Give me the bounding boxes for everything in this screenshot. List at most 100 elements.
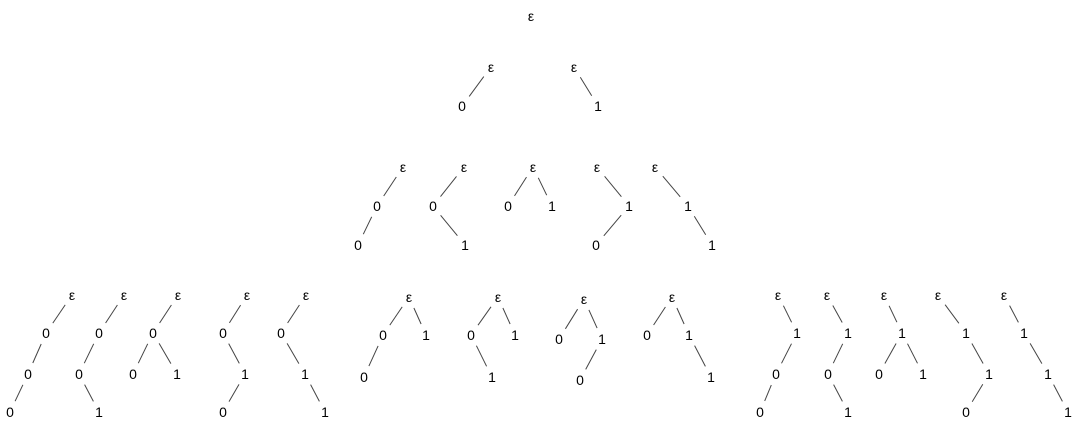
tree-2: ε1 (571, 59, 602, 114)
tree-node-label: 1 (844, 325, 852, 341)
tree-node-label: 1 (844, 404, 852, 420)
tree-edge (52, 304, 66, 324)
tree-edge (159, 304, 172, 324)
tree-node-label: 1 (461, 237, 469, 253)
root-node-epsilon: ε (461, 159, 467, 175)
tree-node-label: 0 (75, 366, 83, 382)
tree-6: ε10 (592, 159, 633, 253)
tree-node-label: 1 (1064, 404, 1072, 420)
tree-edge (413, 307, 422, 325)
tree-node-label: 0 (429, 198, 437, 214)
tree-edge (676, 307, 685, 325)
tree-node-label: 0 (772, 366, 780, 382)
tree-node-label: 1 (321, 404, 329, 420)
tree-edge (1029, 343, 1043, 364)
tree-9: ε 0 0 1 (75, 287, 127, 420)
tree-node-label: 1 (625, 198, 633, 214)
tree-edge (440, 176, 457, 197)
tree-node-label: 0 (504, 198, 512, 214)
tree-node-label: 0 (95, 325, 103, 341)
root-node-epsilon: ε (775, 287, 781, 303)
tree-edge (383, 176, 397, 197)
tree-edge (603, 214, 622, 237)
tree-edge (477, 306, 492, 326)
tree-node-label: 0 (379, 327, 387, 343)
tree-edge (653, 306, 666, 326)
root-node-epsilon: ε (303, 287, 309, 303)
root-node-epsilon: ε (244, 287, 250, 303)
tree-node-label: 0 (373, 198, 381, 214)
tree-12: ε 0 1 1 (277, 287, 329, 420)
tree-edge (228, 384, 240, 402)
tree-edge (286, 343, 300, 364)
tree-node-label: 0 (824, 366, 832, 382)
root-node-epsilon: ε (406, 289, 412, 305)
tree-node-label: 0 (756, 404, 764, 420)
tree-edge (1053, 384, 1063, 402)
tree-node-label: 0 (277, 325, 285, 341)
tree-node-label: 1 (95, 404, 103, 420)
tree-node-label: 0 (6, 404, 14, 420)
tree-node-label: 1 (685, 327, 693, 343)
tree-18: ε 1 0 1 (824, 287, 852, 420)
tree-edge (907, 343, 918, 364)
tree-edge (604, 175, 622, 198)
tree-edge (32, 343, 42, 364)
tree-edge (693, 215, 707, 236)
tree-edge (84, 384, 94, 402)
tree-edge (694, 345, 706, 367)
tree-edge (14, 384, 24, 402)
tree-node-label: 0 (42, 325, 50, 341)
tree-node-label: 0 (643, 327, 651, 343)
tree-edge (137, 343, 149, 364)
tree-edge (971, 384, 984, 402)
tree-node-label: 1 (898, 325, 906, 341)
tree-node-label: 0 (219, 404, 227, 420)
tree-edge (228, 343, 240, 364)
tree-node-label: 0 (458, 98, 466, 114)
root-node-epsilon: ε (824, 287, 830, 303)
tree-node-label: 1 (488, 369, 496, 385)
tree-16: ε 0 1 1 (643, 289, 715, 385)
root-node-epsilon: ε (400, 159, 406, 175)
tree-edge (368, 345, 379, 367)
tree-node-label: 1 (598, 331, 606, 347)
tree-edge (158, 343, 172, 364)
tree-node-label: 0 (875, 366, 883, 382)
root-node-epsilon: ε (571, 59, 577, 75)
tree-node-label: 0 (219, 325, 227, 341)
tree-node-label: 1 (985, 366, 993, 382)
tree-edge (588, 309, 598, 329)
tree-node-label: 1 (241, 366, 249, 382)
root-node-epsilon: ε (669, 289, 675, 305)
tree-4: ε 0 1 (429, 159, 469, 253)
tree-edge (537, 177, 548, 196)
tree-node-label: 1 (707, 369, 715, 385)
tree-edge (833, 384, 843, 402)
tree-node-label: 1 (173, 366, 181, 382)
tree-edge (888, 305, 898, 323)
root-node-epsilon: ε (581, 291, 587, 307)
root-node-epsilon: ε (121, 287, 127, 303)
tree-node-label: 1 (301, 366, 309, 382)
tree-edge (585, 349, 597, 370)
tree-edge (782, 305, 793, 323)
tree-edge (944, 304, 960, 324)
root-node-epsilon: ε (175, 287, 181, 303)
tree-edge (502, 307, 511, 325)
tree-edge (781, 343, 792, 364)
tree-node-label: 1 (422, 327, 430, 343)
tree-edge (1009, 305, 1019, 323)
tree-node-label: 0 (592, 237, 600, 253)
tree-edge (832, 343, 844, 364)
tree-edge (440, 214, 458, 237)
tree-edge (564, 308, 579, 330)
tree-edge (83, 343, 95, 364)
tree-node-label: 0 (576, 372, 584, 388)
